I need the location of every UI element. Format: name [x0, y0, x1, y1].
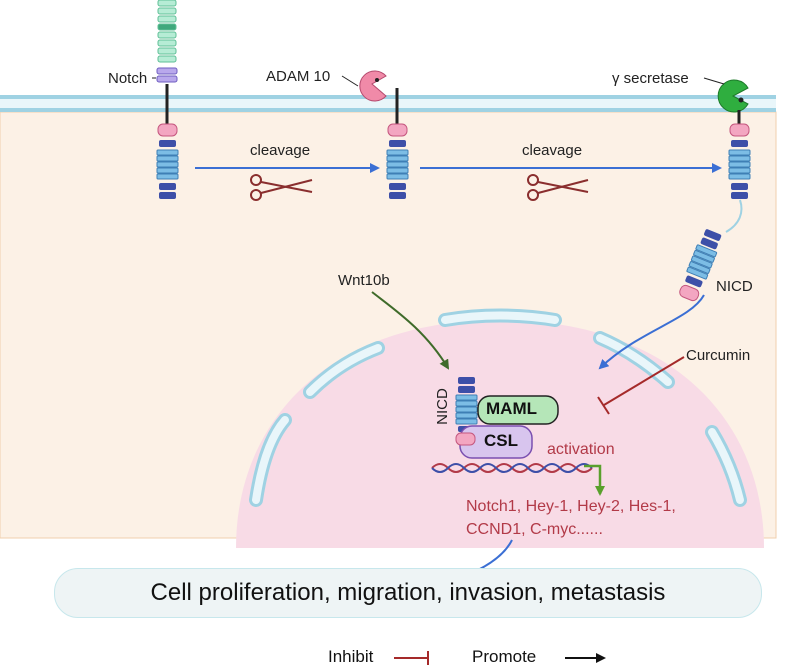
nicd-nucleus-label: NICD — [433, 388, 451, 425]
nicd-free — [679, 229, 722, 302]
cleavage-label-1: cleavage — [250, 142, 311, 159]
notch-receptor-cleaved-1 — [386, 88, 409, 199]
activation-label: activation — [547, 441, 615, 458]
maml-label: MAML — [486, 399, 537, 418]
curcumin-label: Curcumin — [686, 347, 751, 364]
target-genes-line-2: CCND1, C-myc...... — [466, 521, 603, 538]
csl-label: CSL — [484, 431, 518, 450]
notch-receptor-cleaved-2 — [728, 110, 751, 199]
notch-receptor-full — [156, 0, 179, 199]
legend-inhibit-label: Inhibit — [328, 647, 374, 666]
nicd-ram-domain — [455, 432, 476, 446]
nicd-cytoplasm-label: NICD — [716, 278, 753, 295]
nicd-nuclear — [455, 377, 478, 432]
legend-promote-label: Promote — [472, 647, 537, 666]
scissors-icon — [527, 174, 589, 201]
outcome-label: Cell proliferation, migration, invasion,… — [150, 579, 666, 606]
nicd-release-arrow — [725, 199, 743, 233]
curcumin-inhibit-line — [597, 356, 685, 415]
target-genes-line-1: Notch1, Hey-1, Hey-2, Hes-1, — [466, 498, 676, 515]
gamma-secretase-enzyme-icon — [717, 79, 749, 113]
notch-extracellular-domain — [157, 0, 177, 63]
cleavage-label-2: cleavage — [522, 142, 583, 159]
adam10-label: ADAM 10 — [266, 68, 331, 85]
nicd-nuclear-translocation-arrow — [598, 294, 705, 370]
cell-membrane — [0, 95, 776, 112]
wnt10b-promote-arrow — [371, 291, 450, 370]
gamma-secretase-label: γ secretase — [612, 70, 689, 87]
legend-inhibit-symbol — [394, 651, 429, 665]
notch-label: Notch — [108, 70, 148, 87]
maml-protein — [477, 395, 559, 425]
wnt10b-label: Wnt10b — [338, 272, 390, 289]
activation-arrow — [584, 464, 605, 496]
outcome-box: Cell proliferation, migration, invasion,… — [54, 568, 762, 618]
scissors-icon — [250, 174, 313, 201]
adam10-enzyme-icon — [359, 70, 387, 102]
dna-helix-icon — [431, 463, 593, 473]
